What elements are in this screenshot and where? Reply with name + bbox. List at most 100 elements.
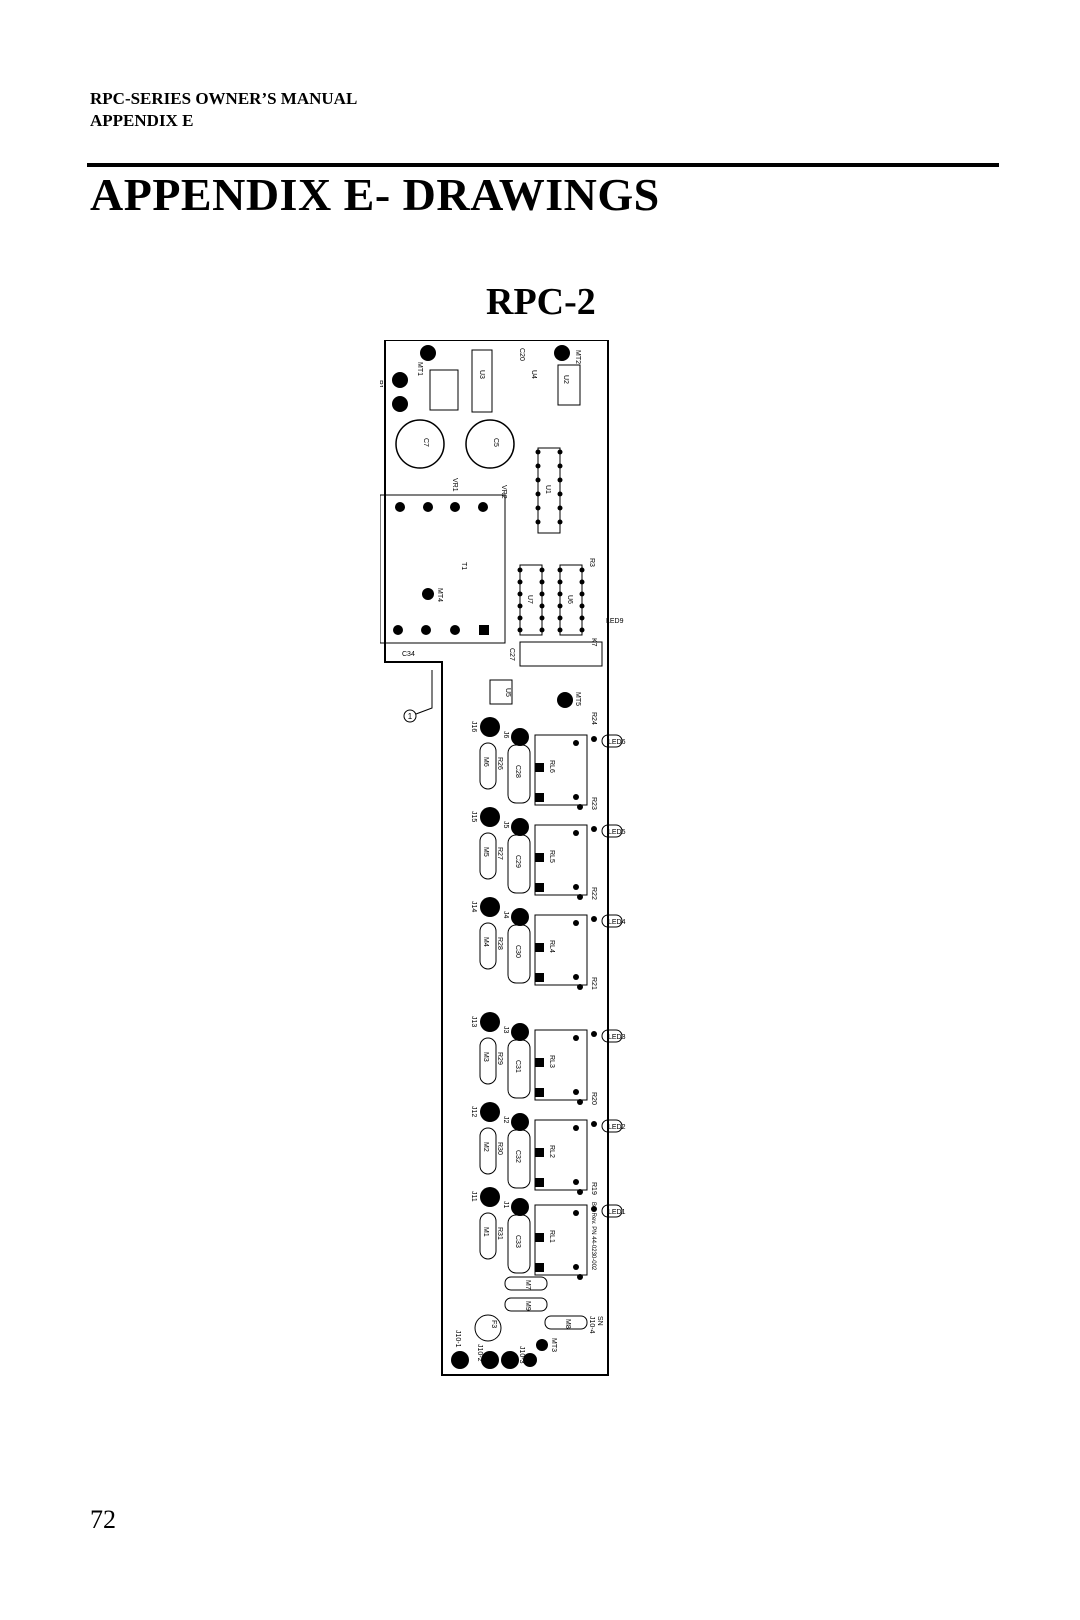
- page-title: APPENDIX E- DRAWINGS: [90, 169, 660, 220]
- jack-label: J14: [470, 901, 477, 912]
- jack-label: J1: [502, 1201, 509, 1209]
- res-label: R28: [496, 937, 503, 950]
- relay-label: RL4: [548, 940, 555, 953]
- capacitor-c7: [395, 419, 445, 469]
- running-header: RPC-SERIES OWNER’S MANUAL APPENDIX E: [90, 88, 357, 132]
- res-label: R27: [496, 847, 503, 860]
- cap-label: C28: [514, 765, 521, 778]
- mov-m9: [504, 1297, 548, 1312]
- led-label: LED2: [608, 1124, 626, 1131]
- relay-label: RL1: [548, 1230, 555, 1243]
- label-c5: C5: [492, 438, 499, 447]
- page-number: 72: [90, 1505, 116, 1534]
- res-label: R29: [496, 1052, 503, 1065]
- resistor-pin: [577, 1189, 583, 1195]
- appendix-label: APPENDIX E: [90, 111, 194, 130]
- jack-label: J11: [470, 1191, 477, 1202]
- mov-outline: [479, 922, 497, 970]
- relay-pad: [535, 1148, 544, 1157]
- led-outline: [601, 734, 623, 748]
- label-k7: K7: [590, 638, 597, 647]
- relay-pin: [573, 1089, 579, 1095]
- label-mt2: MT2: [574, 350, 581, 364]
- relay-pin: [573, 974, 579, 980]
- top-labels: MT1 MT2 C20 U3 U4 U2 C7 C5 U1 VR1 VR2 T1…: [376, 348, 624, 725]
- label-sn: SN: [596, 1316, 603, 1326]
- capacitor-c5: [465, 419, 515, 469]
- led-pin: [591, 736, 597, 742]
- relay-pad: [535, 853, 544, 862]
- transformer-outline: [379, 494, 506, 644]
- jack-label: J4: [502, 911, 509, 919]
- label-p1: P1: [380, 380, 383, 389]
- relay-pad: [535, 1233, 544, 1242]
- label-j10-2: J10-2: [476, 1344, 483, 1362]
- res-label: R26: [496, 757, 503, 770]
- label-j10-3: J10-3: [518, 1346, 525, 1364]
- res-label: R30: [496, 1142, 503, 1155]
- callout-number: 1: [408, 712, 413, 721]
- label-pn: Bd. Rev. PN 44-0230-002: [590, 1202, 596, 1271]
- header-rule: [87, 163, 999, 167]
- bottom-labels: M7 M9 M8 F3 MT3 J10-1 J10-2 J10-3 J10-4 …: [454, 1202, 603, 1364]
- ic-outlines: [429, 349, 603, 705]
- pcb-layout-svg: 1 MT1 MT2 C20 U3 U4 U2 C7 C5 U1 VR1 VR2 …: [376, 339, 626, 1376]
- label-u2: U2: [562, 375, 569, 384]
- resistor-pin: [577, 984, 583, 990]
- terminal-j10-3: [501, 1351, 519, 1369]
- label-m7: M7: [524, 1280, 531, 1290]
- cap-label: C30: [514, 945, 521, 958]
- relay-pin: [573, 740, 579, 746]
- relay-pad: [535, 1263, 544, 1272]
- mount-hole: [536, 1339, 548, 1351]
- led-label: LED6: [608, 739, 626, 746]
- label-c34: C34: [402, 651, 415, 658]
- resistor-pin: [577, 894, 583, 900]
- mount-hole: [420, 345, 436, 361]
- led-res-label: R20: [590, 1092, 597, 1105]
- relay-label: RL5: [548, 850, 555, 863]
- mov-label: M2: [482, 1142, 489, 1152]
- led-res-label: R21: [590, 977, 597, 990]
- relay-pin: [573, 794, 579, 800]
- relay-pad: [535, 1088, 544, 1097]
- label-u5: U5: [504, 688, 511, 697]
- relay-pad: [535, 1178, 544, 1187]
- jack-terminal: [480, 717, 500, 737]
- label-u7: U7: [526, 595, 533, 604]
- relay-pad: [535, 973, 544, 982]
- label-u6: U6: [566, 595, 573, 604]
- jack-terminal: [480, 1187, 500, 1207]
- label-u4: U4: [530, 370, 537, 379]
- led-pin: [591, 1121, 597, 1127]
- led-label: LED1: [608, 1209, 626, 1216]
- mov-label: M3: [482, 1052, 489, 1062]
- jack-terminal: [511, 818, 529, 836]
- mount-hole: [392, 396, 408, 412]
- led-outline: [601, 1029, 623, 1043]
- led-label: LED5: [608, 829, 626, 836]
- resistor-pin: [577, 1274, 583, 1280]
- jack-terminal: [511, 1023, 529, 1041]
- mov-label: M1: [482, 1227, 489, 1237]
- jack-label: J16: [470, 721, 477, 732]
- mov-outline: [479, 832, 497, 880]
- label-r24: R24: [590, 712, 597, 725]
- label-vr1: VR1: [451, 478, 458, 492]
- relay-pin: [573, 1125, 579, 1131]
- label-t1: T1: [460, 562, 467, 570]
- jack-terminal: [480, 1102, 500, 1122]
- relay-pin: [573, 1035, 579, 1041]
- relay-label: RL2: [548, 1145, 555, 1158]
- drawing-title: RPC-2: [486, 281, 596, 323]
- mov-label: M4: [482, 937, 489, 947]
- mov-outline: [479, 1037, 497, 1085]
- pcb-drawing: 1 MT1 MT2 C20 U3 U4 U2 C7 C5 U1 VR1 VR2 …: [376, 339, 670, 1420]
- jack-label: J3: [502, 1026, 509, 1034]
